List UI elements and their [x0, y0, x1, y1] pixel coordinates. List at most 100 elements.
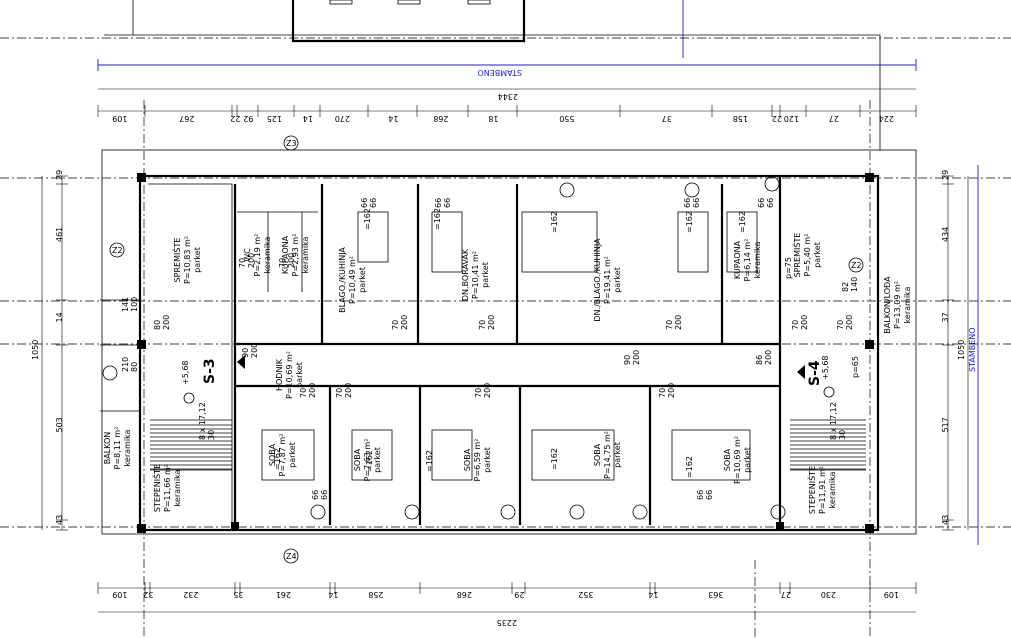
annotation-p7-37-1: 30 [838, 430, 847, 440]
bottom-dim-2: 232 [183, 590, 198, 599]
annotation-w2-35-0: =162 [685, 456, 694, 478]
room-hodnik-floor: parket [295, 362, 304, 388]
room-stepeniste_l-floor: keramika [173, 469, 182, 506]
annotation-d1-1-1: 200 [247, 253, 256, 268]
room-stepeniste_l-name: STEPENIŠTE [151, 464, 162, 512]
room-balkon-floor: keramika [123, 429, 132, 466]
bottom-dim-10: 14 [648, 590, 658, 599]
room-stepeniste_r-floor: keramika [828, 471, 837, 508]
room-hodnik-area: P=10,69 m² [285, 351, 294, 399]
left-dim-0: 29 [55, 170, 64, 180]
annotation-w1-25-0: 66 [696, 490, 705, 500]
left-dim-4: 43 [55, 515, 64, 525]
left-dim-1: 461 [55, 227, 64, 242]
room-soba5-name: SOBA [723, 448, 732, 471]
annotation-w2-32-0: =162 [365, 450, 374, 472]
annotation-p6-19-0: p=75 [784, 257, 793, 279]
annotation-d1-3-0: 70 [391, 320, 400, 330]
annotation-d3-13-0: 90 [623, 355, 632, 365]
annotation-d1-2-1: 200 [287, 253, 296, 268]
bottom-dim-9: 352 [578, 590, 593, 599]
room-soba4-area: P=14,75 m² [603, 431, 612, 479]
left-dim-2: 14 [55, 312, 64, 322]
room-balkon-name: BALKON [103, 432, 112, 465]
room-blago-area: P=10,49 m² [348, 256, 357, 304]
annotation-p4-14-1: 200 [764, 350, 773, 365]
upper-building-outline [104, 0, 881, 150]
bottom-dim-14: 109 [884, 590, 899, 599]
grid-z4: Z4 [286, 552, 297, 561]
room-dnblago-name: DN./BLAGO./KUHINJA [593, 238, 602, 322]
room-soba1-area: P=7,87 m² [278, 434, 287, 477]
top-dim-8: 268 [433, 114, 448, 123]
right-total-dim: 1050 [957, 340, 966, 360]
room-kupaona-floor: keramika [753, 241, 762, 278]
bottom-dim-0: 109 [112, 590, 127, 599]
bottom-dim-8: 29 [514, 590, 524, 599]
room-hodnik-name: HODNIK [275, 358, 284, 391]
annotation-d3-12-0: 90 [241, 348, 250, 358]
room-soba2-floor: parket [373, 447, 382, 473]
top-dim-10: 550 [559, 114, 574, 123]
room-blago-floor: parket [358, 267, 367, 293]
room-dnblago-area: P=19,41 m² [603, 256, 612, 304]
right-dim-1: 434 [941, 227, 950, 242]
top-dim-1: 267 [179, 114, 194, 123]
annotation-d1-9-0: 70 [335, 388, 344, 398]
right-dim-0: 29 [941, 170, 950, 180]
annotation-d1-3-1: 200 [400, 315, 409, 330]
room-balkon_lodja-name: BALKON/LOĐA [883, 276, 892, 334]
grid-z2: Z2 [112, 246, 123, 255]
top-dim-11: 37 [662, 114, 672, 123]
room-soba1-name: SOBA [268, 443, 277, 466]
annotation-w1-23-0: 66 [757, 198, 766, 208]
annotation-p3-17-0: 210 [121, 357, 130, 372]
grid-z2-right: Z2 [851, 261, 862, 270]
top-dim-3: 92 [243, 114, 253, 123]
room-kupaona_s-area: P=2,93 m² [291, 234, 300, 277]
bottom-dim-1: 32 [143, 590, 153, 599]
bottom-dim-5: 14 [328, 590, 338, 599]
annotation-w1-24-0: 66 [311, 490, 320, 500]
top-dim-0: 109 [112, 114, 127, 123]
stambeno-dimension-top: STAMBENO [97, 0, 917, 77]
room-kupaona_s-name: KUPAONA [281, 235, 290, 274]
annotation-p4-14-0: 86 [755, 355, 764, 365]
annotation-p7-37-0: 8 x 17,12 [829, 402, 838, 440]
grid-z3: Z3 [286, 139, 297, 148]
grid-bubbles: Z3 Z2 Z4 Z2 [109, 135, 864, 564]
annotation-d1-6-1: 200 [800, 315, 809, 330]
room-soba2-area: P=7,63 m² [363, 439, 372, 482]
annotation-d1-10-1: 200 [483, 383, 492, 398]
stairs [150, 419, 866, 471]
room-soba5-floor: parket [743, 447, 752, 473]
room-spremiste_l-area: P=10,83 m² [183, 236, 192, 284]
room-balkon_lodja-area: P=13,09 m² [893, 281, 902, 329]
annotation-w2-26-0: =162 [363, 208, 372, 230]
annotation-d1-6-0: 70 [791, 320, 800, 330]
room-soba3-area: P=6,59 m² [473, 439, 482, 482]
bottom-dim-3: 35 [233, 590, 243, 599]
annotation-d1-7-0: 70 [836, 320, 845, 330]
annotation-d1-4-1: 200 [487, 315, 496, 330]
room-blago-name: BLAGO./KUHINJA [338, 247, 347, 313]
right-dim-4: 43 [941, 515, 950, 525]
room-soba3-floor: parket [483, 447, 492, 473]
room-spremiste_r-floor: parket [813, 242, 822, 268]
stambeno-top-label: STAMBENO [477, 68, 522, 77]
top-dim-16: 224 [879, 114, 894, 123]
annotation-w1-21-0: 66 [434, 198, 443, 208]
annotation-w1-25-1: 66 [705, 490, 714, 500]
annotation-p1-15-0: 141 [121, 297, 130, 312]
room-soba4-floor: parket [613, 442, 622, 468]
annotation-p2-16-1: 140 [850, 277, 859, 292]
bottom-dim-13: 230 [821, 590, 836, 599]
bottom-dim-12: 27 [781, 590, 791, 599]
annotation-w2-29-0: =162 [685, 211, 694, 233]
annotation-p7-36-1: 30 [207, 430, 216, 440]
annotation-p2-16-0: 82 [841, 282, 850, 292]
annotation-d1-9-1: 200 [344, 383, 353, 398]
room-wc-name: WC [243, 248, 252, 262]
